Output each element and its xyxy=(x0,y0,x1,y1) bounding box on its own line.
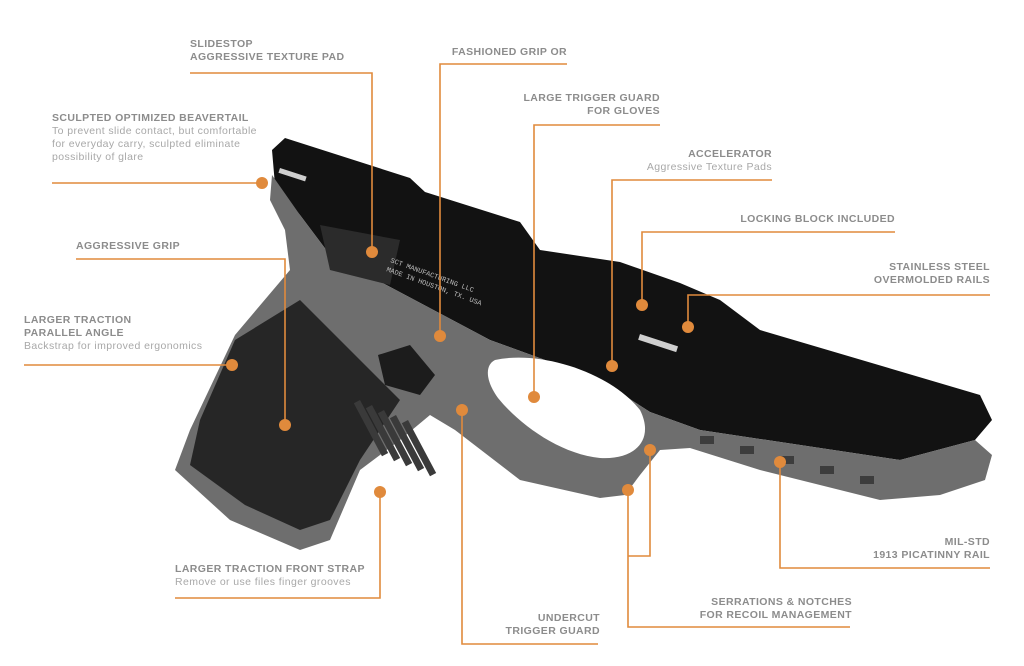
grip-texture xyxy=(190,300,400,530)
label-grip-fashioned: FASHIONED GRIP OR xyxy=(451,46,567,58)
steel-rail-front xyxy=(638,334,679,353)
magwell-window xyxy=(378,345,435,395)
label-accelerator: ACCELERATOR Aggressive Texture Pads xyxy=(646,148,772,173)
callout-dots xyxy=(226,177,786,498)
steel-rail-rear xyxy=(278,168,307,182)
front-strap-serrations xyxy=(353,399,437,477)
label-locking-block: LOCKING BLOCK INCLUDED xyxy=(740,213,895,225)
label-beavertail: SCULPTED OPTIMIZED BEAVERTAIL To prevent… xyxy=(52,112,257,163)
label-aggressive-grip: AGGRESSIVE GRIP xyxy=(76,240,181,252)
callout-leaders xyxy=(24,63,990,645)
backstrap-texture xyxy=(320,225,400,285)
label-front-strap: LARGER TRACTION FRONT STRAP Remove or us… xyxy=(175,563,365,588)
trigger-guard-opening xyxy=(487,357,646,459)
picatinny-rail xyxy=(700,436,874,484)
frame-upper-rail xyxy=(272,138,992,460)
